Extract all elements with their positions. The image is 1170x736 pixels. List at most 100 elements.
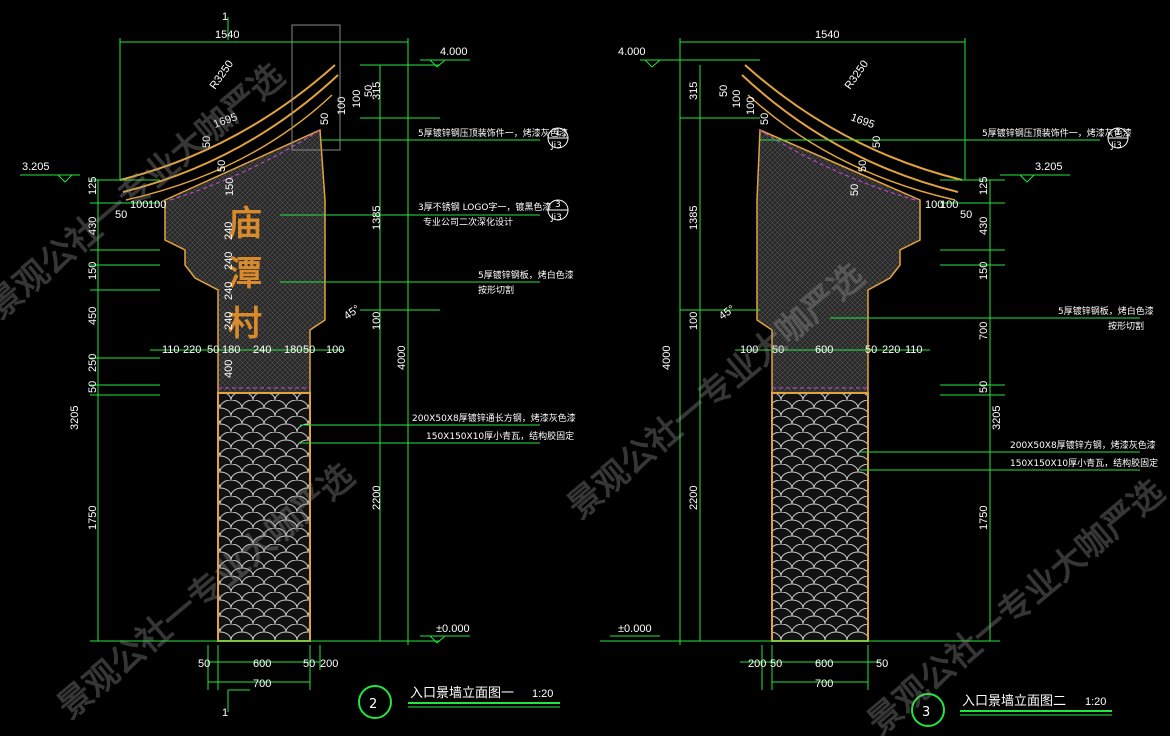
svg-text:按形切割: 按形切割 xyxy=(478,284,514,296)
radius-2: R3250 xyxy=(843,58,871,91)
right-total-1: 4000 xyxy=(396,346,408,370)
svg-text:50: 50 xyxy=(718,85,730,97)
svg-text:50: 50 xyxy=(876,658,888,670)
svg-text:200: 200 xyxy=(320,658,338,670)
callout-1-num: 1 xyxy=(555,128,561,138)
svg-text:50: 50 xyxy=(865,344,877,356)
svg-text:100: 100 xyxy=(326,344,344,356)
section-mark-bottom: 1 xyxy=(222,707,228,719)
tile-panel-2 xyxy=(771,392,869,642)
svg-text:240: 240 xyxy=(223,222,235,240)
svg-text:220: 220 xyxy=(882,344,900,356)
svg-text:景观公社一专业大咖严选: 景观公社一专业大咖严选 xyxy=(50,456,362,727)
level-top-2: 4.000 xyxy=(618,46,646,58)
svg-text:2200: 2200 xyxy=(371,486,383,510)
svg-text:1750: 1750 xyxy=(978,506,990,530)
svg-text:150X150X10厚小青瓦，结构胶固定: 150X150X10厚小青瓦，结构胶固定 xyxy=(1010,457,1158,469)
scale-1: 1:20 xyxy=(532,688,553,700)
svg-text:5厚镀锌钢板，烤白色漆: 5厚镀锌钢板，烤白色漆 xyxy=(478,269,574,281)
svg-text:100: 100 xyxy=(731,90,743,108)
roof-arc-2 xyxy=(744,64,963,181)
elevation-2: 1 Ji3 1540 4.000 3.205 ±0.000 R3250 1695… xyxy=(600,29,1158,727)
arc-len-2: 1695 xyxy=(849,112,876,132)
svg-text:600: 600 xyxy=(253,658,271,670)
svg-text:50: 50 xyxy=(319,113,331,125)
svg-text:240: 240 xyxy=(223,282,235,300)
level-ground-2: ±0.000 xyxy=(618,623,652,635)
svg-text:5厚镀锌钢压顶装饰件一，烤漆灰色漆: 5厚镀锌钢压顶装饰件一，烤漆灰色漆 xyxy=(982,127,1132,139)
svg-text:50: 50 xyxy=(115,209,127,221)
svg-text:50: 50 xyxy=(201,136,213,148)
svg-text:100: 100 xyxy=(371,312,383,330)
svg-text:50: 50 xyxy=(303,658,315,670)
svg-text:430: 430 xyxy=(978,217,990,235)
svg-text:150: 150 xyxy=(978,262,990,280)
svg-text:50: 50 xyxy=(198,658,210,670)
callout-1-sheet-2: Ji3 xyxy=(1110,141,1122,151)
svg-text:700: 700 xyxy=(978,322,990,340)
svg-text:50: 50 xyxy=(857,160,869,172)
logo-char-3: 村 xyxy=(228,304,262,344)
svg-text:110: 110 xyxy=(905,344,923,356)
angle-2: 45° xyxy=(717,303,738,322)
watermark: 景观公社一专业大咖严选 景观公社一专业大咖严选 景观公社一专业大咖严选 景观公社… xyxy=(0,56,1170,736)
level-ground-1: ±0.000 xyxy=(436,623,470,635)
svg-text:100: 100 xyxy=(925,199,943,211)
callout-3-num: 3 xyxy=(555,200,561,210)
angle-1: 45° xyxy=(342,303,363,322)
svg-text:200X50X8厚镀锌方钢，烤漆灰色漆: 200X50X8厚镀锌方钢，烤漆灰色漆 xyxy=(1010,439,1156,451)
right-total-2: 3205 xyxy=(991,406,1003,430)
svg-text:600: 600 xyxy=(815,658,833,670)
svg-text:50: 50 xyxy=(759,113,771,125)
svg-text:200X50X8厚镀锌通长方钢，烤漆灰色漆: 200X50X8厚镀锌通长方钢，烤漆灰色漆 xyxy=(412,412,576,424)
callout-1-sheet: Ji3 xyxy=(550,141,562,151)
svg-text:100: 100 xyxy=(336,97,348,115)
svg-text:100: 100 xyxy=(740,344,758,356)
svg-text:150X150X10厚小青瓦，结构胶固定: 150X150X10厚小青瓦，结构胶固定 xyxy=(426,430,574,442)
svg-text:150: 150 xyxy=(224,178,236,196)
svg-text:50: 50 xyxy=(871,136,883,148)
svg-text:50: 50 xyxy=(303,344,315,356)
svg-text:240: 240 xyxy=(253,344,271,356)
svg-text:180: 180 xyxy=(284,344,302,356)
left-total-2: 4000 xyxy=(661,346,673,370)
logo-char-2: 潭 xyxy=(228,254,262,294)
svg-text:5厚镀锌钢板，烤白色漆: 5厚镀锌钢板，烤白色漆 xyxy=(1058,305,1154,317)
svg-text:150: 150 xyxy=(87,262,99,280)
svg-text:1385: 1385 xyxy=(688,206,700,230)
svg-text:400: 400 xyxy=(223,360,235,378)
svg-text:50: 50 xyxy=(772,344,784,356)
title-1: 入口景墙立面图一 xyxy=(410,686,514,701)
svg-text:5厚镀锌钢压顶装饰件一，烤漆灰色漆: 5厚镀锌钢压顶装饰件一，烤漆灰色漆 xyxy=(418,127,568,139)
level-mid-1: 3.205 xyxy=(22,161,50,173)
section-mark-top: 1 xyxy=(222,11,228,23)
dim-top-width-1: 1540 xyxy=(215,29,239,41)
svg-text:专业公司二次深化设计: 专业公司二次深化设计 xyxy=(423,216,513,228)
svg-text:100: 100 xyxy=(745,97,757,115)
svg-text:50: 50 xyxy=(960,209,972,221)
svg-text:200: 200 xyxy=(748,658,766,670)
svg-text:110: 110 xyxy=(162,344,180,356)
svg-text:450: 450 xyxy=(87,307,99,325)
title-num-2: 3 xyxy=(922,705,930,720)
svg-text:50: 50 xyxy=(770,658,782,670)
svg-text:240: 240 xyxy=(223,252,235,270)
svg-text:50: 50 xyxy=(87,381,99,393)
left-total-1: 3205 xyxy=(69,406,81,430)
scale-2: 1:20 xyxy=(1085,696,1106,708)
svg-text:100: 100 xyxy=(351,90,363,108)
svg-text:250: 250 xyxy=(87,354,99,372)
bottom-total-1: 700 xyxy=(253,678,271,690)
svg-text:125: 125 xyxy=(978,177,990,195)
roof-arc-1 xyxy=(119,64,336,181)
svg-text:600: 600 xyxy=(815,344,833,356)
dim-top-width-2: 1540 xyxy=(815,29,839,41)
svg-text:50: 50 xyxy=(849,184,861,196)
svg-text:50: 50 xyxy=(207,344,219,356)
svg-text:50: 50 xyxy=(216,160,228,172)
svg-text:100: 100 xyxy=(688,312,700,330)
svg-text:240: 240 xyxy=(223,312,235,330)
bottom-total-2: 700 xyxy=(815,678,833,690)
svg-text:220: 220 xyxy=(183,344,201,356)
